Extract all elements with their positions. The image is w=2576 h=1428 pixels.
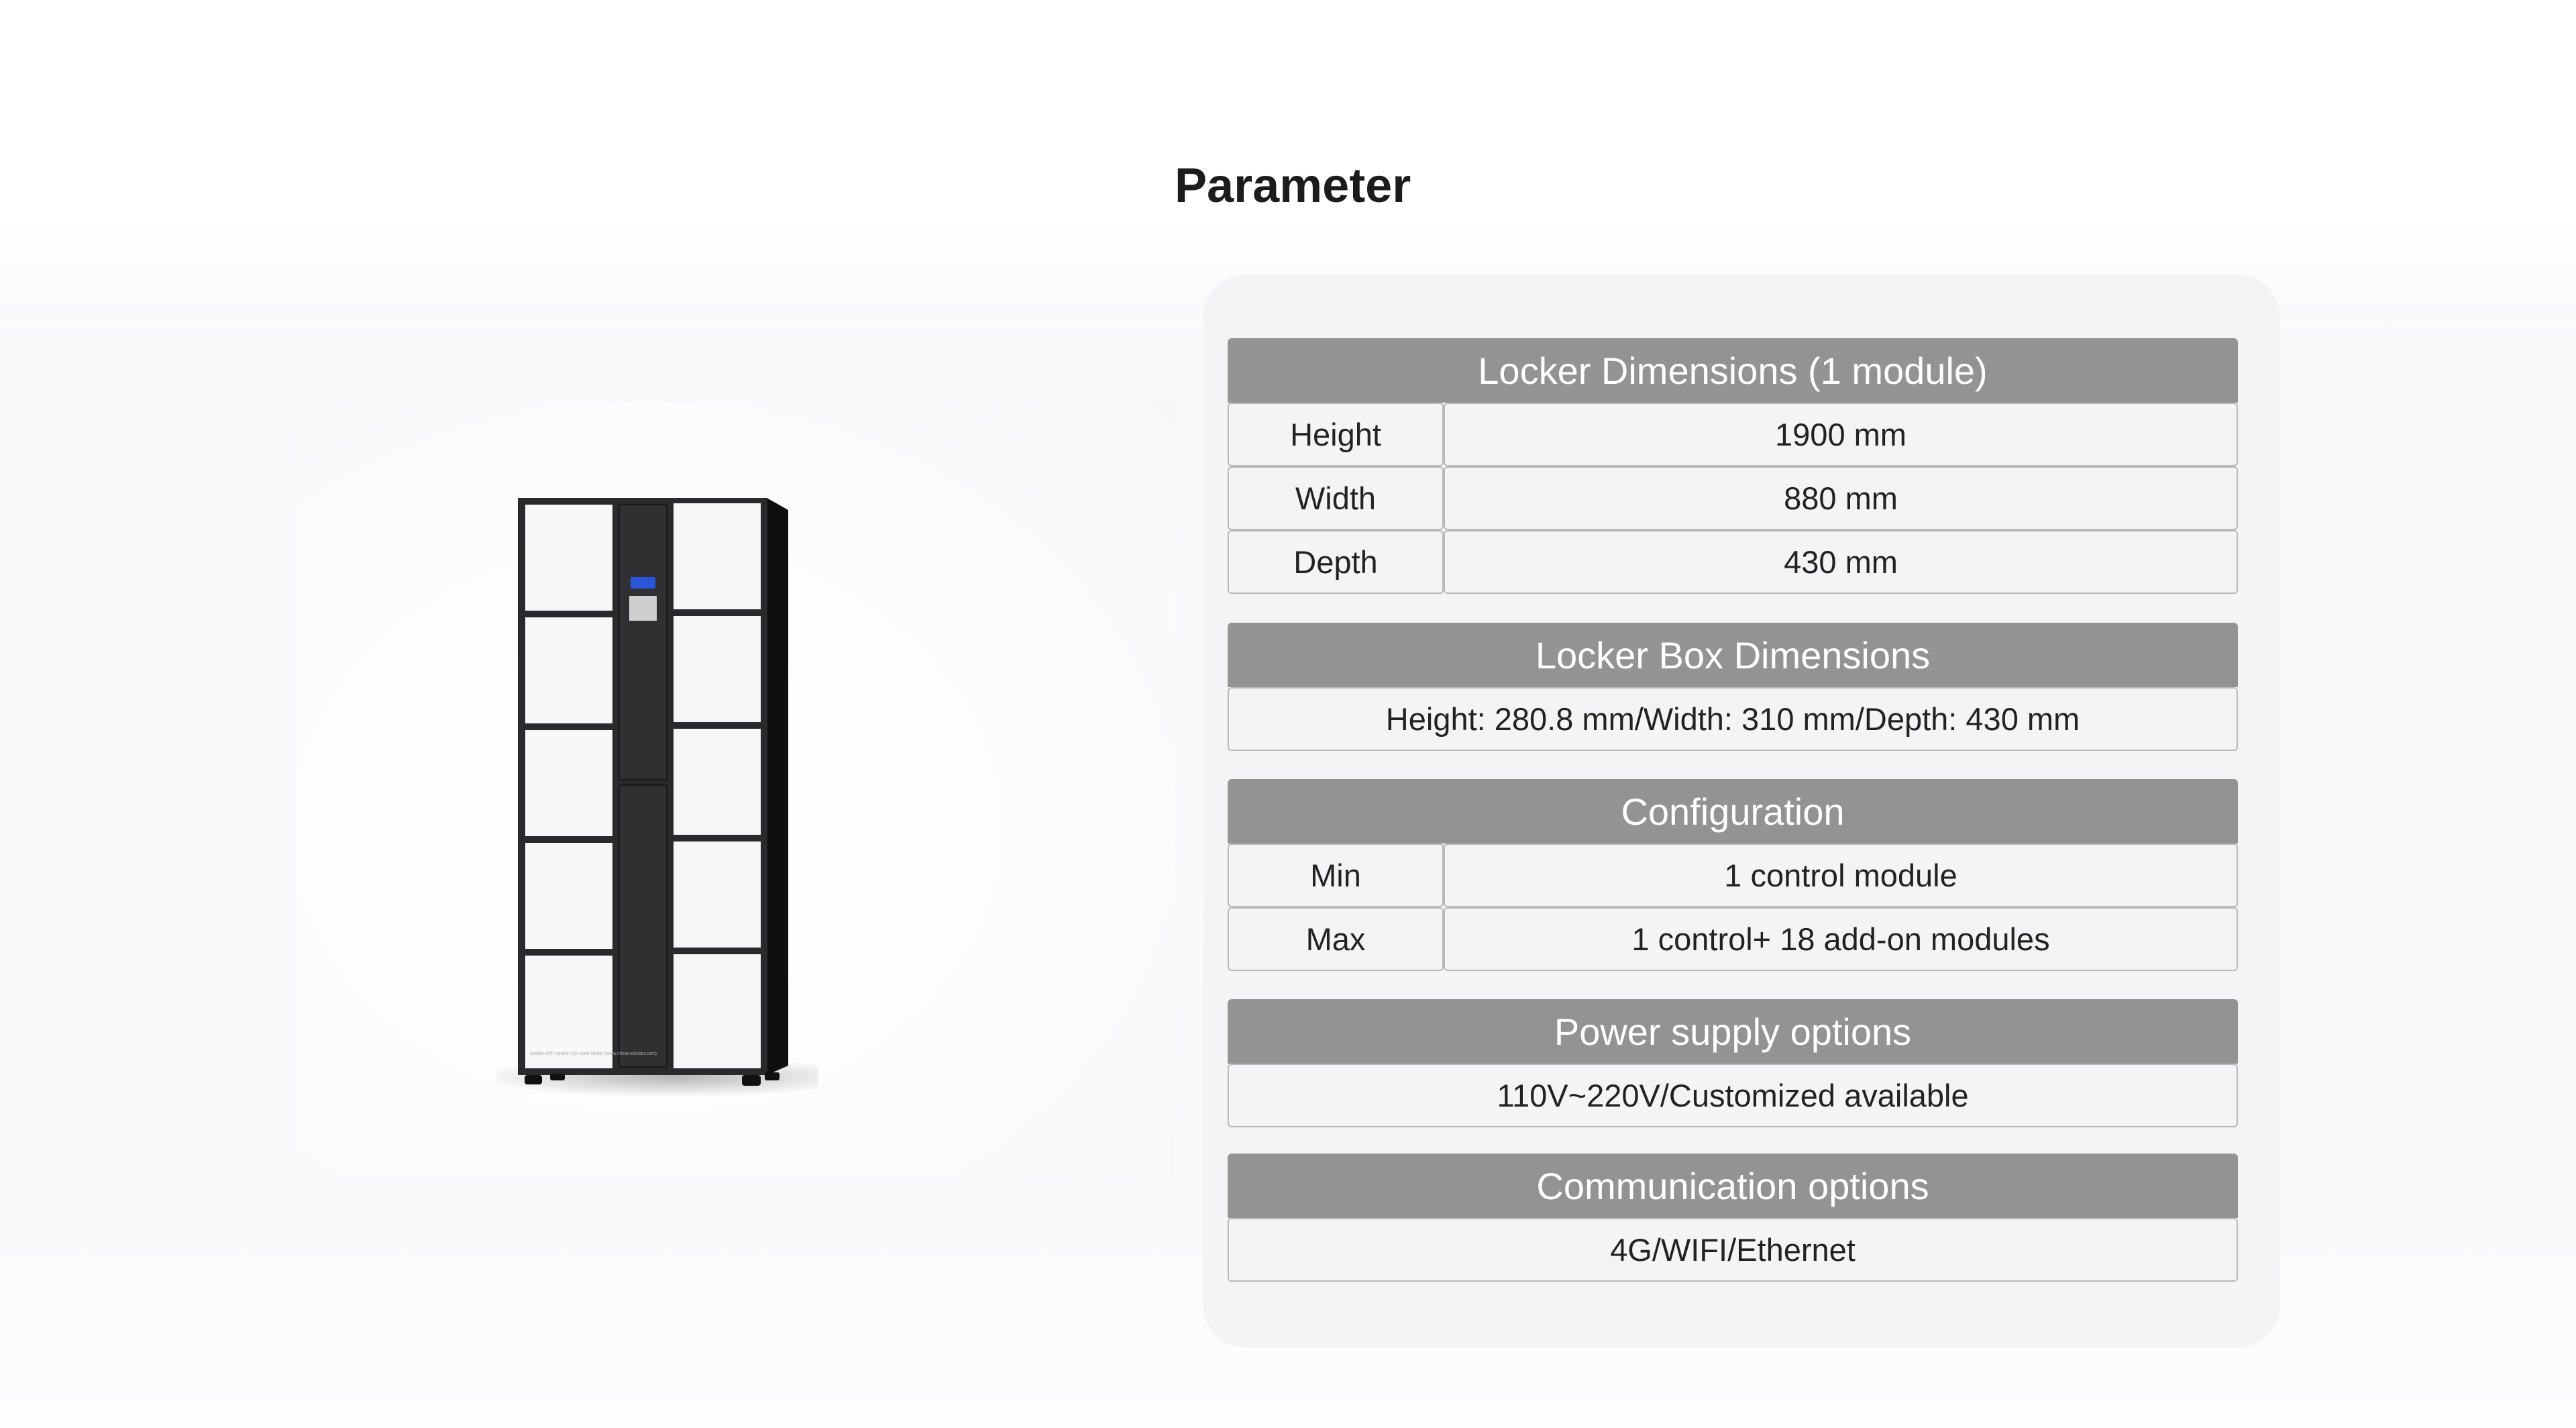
section-header: Configuration	[1228, 779, 2238, 844]
section-header: Communication options	[1228, 1154, 2238, 1218]
row-value: 1 control module	[1444, 844, 2238, 907]
row-value: 880 mm	[1444, 466, 2238, 530]
table-row: Width 880 mm	[1228, 466, 2238, 530]
section-box-dimensions: Locker Box Dimensions Height: 280.8 mm/W…	[1228, 623, 2238, 751]
control-lower-door	[619, 784, 667, 1068]
row-value: 1900 mm	[1444, 403, 2238, 466]
screen	[631, 577, 655, 589]
section-header: Power supply options	[1228, 999, 2238, 1064]
locker-illustration: Mobile APP control QR code locker (www.c…	[496, 498, 818, 1097]
locker-doors-left	[525, 505, 612, 1068]
row-label: Width	[1228, 466, 1444, 530]
locker-doors-right	[674, 503, 761, 1068]
table-row: Max 1 control+ 18 add-on modules	[1228, 907, 2238, 971]
row-label: Depth	[1228, 530, 1444, 594]
section-locker-dimensions: Locker Dimensions (1 module) Height 1900…	[1228, 338, 2238, 594]
row-value: 430 mm	[1444, 530, 2238, 594]
product-image: Mobile APP control QR code locker (www.c…	[296, 403, 1175, 1175]
control-panel	[619, 504, 667, 780]
row-value: 110V~220V/Customized available	[1228, 1064, 2238, 1127]
section-header: Locker Dimensions (1 module)	[1228, 338, 2238, 403]
table-row: 110V~220V/Customized available	[1228, 1064, 2238, 1127]
locker-wheels	[525, 1072, 780, 1086]
parameter-card: Locker Dimensions (1 module) Height 1900…	[1203, 274, 2280, 1347]
table-row: Height: 280.8 mm/Width: 310 mm/Depth: 43…	[1228, 687, 2238, 751]
row-value: 1 control+ 18 add-on modules	[1444, 907, 2238, 971]
section-communication: Communication options 4G/WIFI/Ethernet	[1228, 1154, 2238, 1282]
table-row: Height 1900 mm	[1228, 403, 2238, 466]
keypad	[629, 596, 657, 621]
section-header: Locker Box Dimensions	[1228, 623, 2238, 687]
locker-side	[767, 498, 788, 1075]
section-power-supply: Power supply options 110V~220V/Customize…	[1228, 999, 2238, 1127]
table-row: Depth 430 mm	[1228, 530, 2238, 594]
row-value: Height: 280.8 mm/Width: 310 mm/Depth: 43…	[1228, 687, 2238, 751]
row-label: Min	[1228, 844, 1444, 907]
row-label: Max	[1228, 907, 1444, 971]
page-title: Parameter	[1175, 159, 1411, 213]
section-configuration: Configuration Min 1 control module Max 1…	[1228, 779, 2238, 971]
locker-caption: Mobile APP control QR code locker (www.c…	[530, 1052, 657, 1056]
table-row: 4G/WIFI/Ethernet	[1228, 1218, 2238, 1282]
table-row: Min 1 control module	[1228, 844, 2238, 907]
row-label: Height	[1228, 403, 1444, 466]
row-value: 4G/WIFI/Ethernet	[1228, 1218, 2238, 1282]
